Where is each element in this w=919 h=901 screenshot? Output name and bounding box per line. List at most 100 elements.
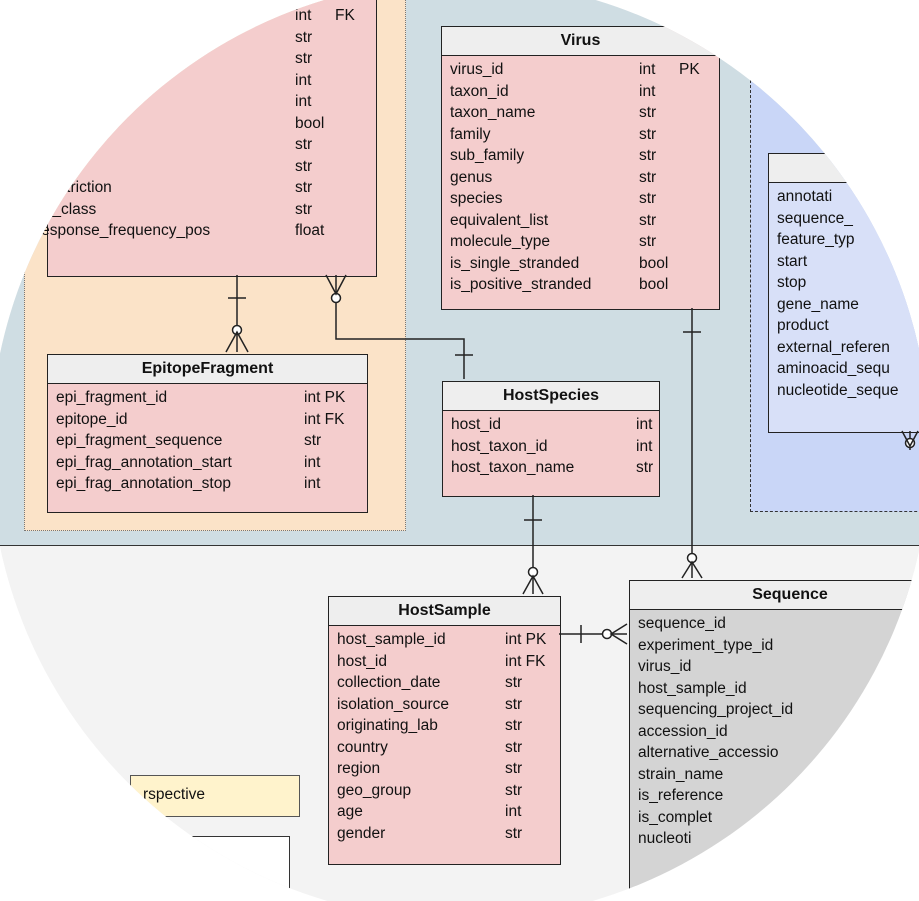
field-name: virus_id [450,61,504,78]
field-type: str [505,695,523,713]
field-type: str [295,28,313,46]
field-type: str [505,674,523,691]
field-type: str [639,168,657,186]
field-name: sequence_id [638,615,726,632]
field-name: collection_date [337,674,441,691]
epitope-fragment-table-header: EpitopeFragment [48,355,367,384]
field-name: geo_group [337,781,412,799]
virus-row: genus str [442,167,719,189]
annotation-row: start [769,251,919,273]
host-species-table-header: HostSpecies [443,382,659,411]
annotation-row: feature_typ [769,229,919,251]
annotation-row: gene_name [769,294,919,316]
field-name: taxon_name [450,104,536,121]
field-type: int FK [505,652,546,670]
host-sample-table-header: HostSample [329,597,560,626]
field-name: ion_stop [36,93,95,110]
field-key: PK [679,61,700,78]
field-name: external_referen [777,338,890,356]
field-name: epi_frag_annotation_stop [56,475,231,492]
field-type: int PK [505,631,547,648]
field-name: sub_family [450,147,525,164]
field-type: str [639,125,657,143]
field-name: is_single_stranded [450,254,580,272]
field-name: taxon_id [450,82,509,100]
field-type: str [505,738,523,756]
field-type: str [295,200,313,218]
field-name: equivalent_list [450,211,549,229]
sequence-row: strain_name [630,764,919,786]
field-name: alternative_accessio [638,744,779,761]
field-name: host_sample_id [638,679,747,697]
field-type: str [304,432,322,449]
field-name: experiment_type_id [638,636,774,654]
field-type: int PK [304,389,346,406]
host-sample-row: geo_group str [329,780,560,802]
virus-row: sub_family str [442,145,719,167]
annotation-row: stop [769,272,919,294]
field-type: int [639,82,656,100]
field-type: bool [295,114,325,132]
field-name: country [337,738,388,756]
annotation-row: nucleotide_seque [769,380,919,402]
annotation-row: aminoacid_sequ [769,358,919,380]
many-marker [681,560,703,579]
bottom-left-table-fragment [120,836,290,901]
virus-row: virus_id int PK [442,59,719,81]
field-type: int [639,61,656,78]
field-name: y_type [36,157,82,175]
field-name: response_frequency_pos [36,222,211,239]
many-marker [901,430,919,448]
annotation-row: annotati [769,186,919,208]
field-name: host_taxon_id [451,437,548,455]
field-name: host_sample_id [337,631,446,648]
epitope-row: str [48,48,376,70]
sequence-row: virus_id [630,656,919,678]
field-name: virus_id [638,658,692,675]
field-type: str [505,781,523,799]
field-type: int [295,93,312,110]
field-type: str [295,136,313,153]
field-type: str [505,717,523,734]
field-type: str [639,233,657,250]
epitope-row: ion_stop int [36,91,376,113]
epitope-to-hostspecies-line [335,275,465,379]
perspective-note-text: rspective [143,786,206,803]
sequence-row: host_sample_id [630,678,919,700]
zero-marker [231,324,243,336]
field-type: str [295,179,313,196]
field-type: str [639,211,657,229]
field-name: sequencing_project_id [638,701,794,718]
field-name: genus [450,168,493,186]
field-type: str [639,147,657,164]
virus-row: equivalent_list str [442,210,719,232]
